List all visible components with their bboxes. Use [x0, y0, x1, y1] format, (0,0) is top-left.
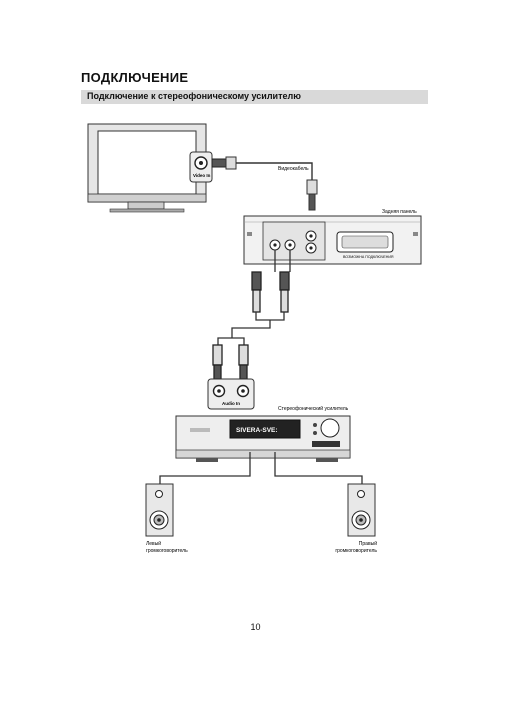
tv-jack-label: Video In: [193, 173, 211, 178]
left-speaker-label-2: громкоговоритель: [146, 548, 188, 554]
audio-cable: [212, 250, 291, 380]
amplifier-label: Стереофонический усилитель: [278, 405, 349, 412]
right-speaker: [347, 483, 376, 537]
page-title: ПОДКЛЮЧЕНИЕ: [81, 70, 189, 85]
right-speaker-label-1: Правый: [359, 540, 377, 547]
amp-audio-jacks: [207, 378, 255, 410]
right-speaker-label-2: громкоговоритель: [335, 548, 377, 554]
subtitle-bar: Подключение к стереофоническому усилител…: [81, 90, 428, 104]
connector-label: ВОЗМОЖНА ПОДКЛЮЧЕНИЯ: [343, 255, 394, 259]
amp-jack-label: Audio In: [222, 401, 240, 406]
video-cable-label: Видеокабель: [278, 166, 309, 172]
left-speaker: [145, 483, 174, 537]
page-number: 10: [250, 622, 261, 632]
left-speaker-label-1: Левый: [146, 540, 161, 547]
rear-panel-label: Задняя панель: [382, 209, 417, 215]
section-subtitle: Подключение к стереофоническому усилител…: [87, 91, 301, 101]
stereo-amplifier: [175, 415, 351, 462]
video-cable: [211, 156, 318, 211]
dvd-rear-panel: [243, 215, 422, 265]
speaker-wires: [159, 452, 363, 484]
amp-display-text: SIVERA-SVE:: [236, 427, 278, 434]
tv-set: [87, 123, 207, 213]
